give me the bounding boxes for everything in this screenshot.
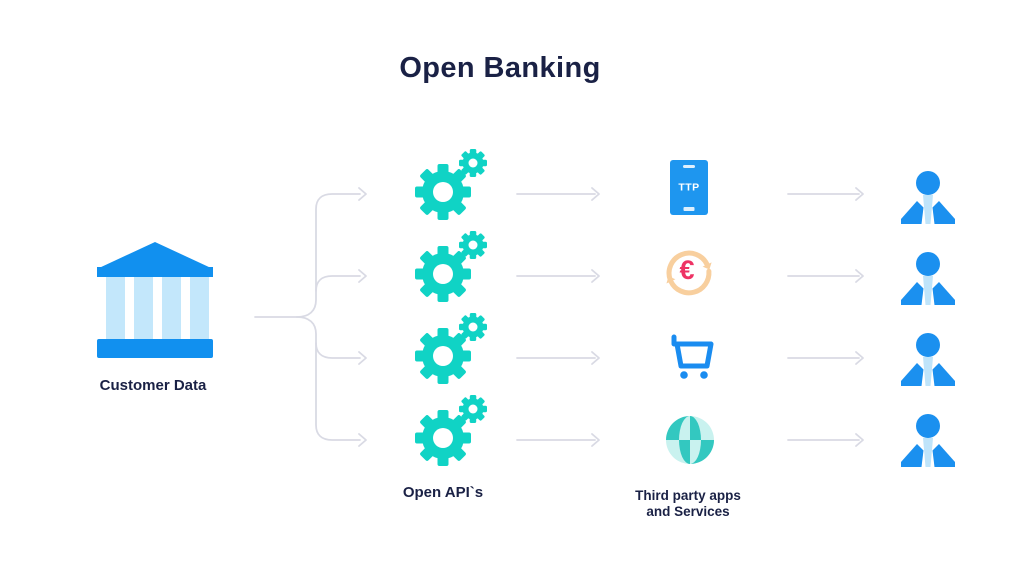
gears-icon (413, 229, 489, 303)
user-icon (900, 413, 956, 467)
third-party-label-line1: Third party apps (635, 488, 741, 503)
open-api-node-4 (413, 393, 489, 467)
third-party-label-line2: and Services (646, 504, 730, 519)
arrowhead (358, 351, 367, 365)
bank-node (95, 240, 215, 365)
api-to-app-arrow-4 (516, 433, 600, 447)
exchange-arrows (666, 250, 712, 296)
gears-icon (413, 311, 489, 385)
third-party-label: Third party apps and Services (608, 488, 768, 520)
phone-screen-text: TTP (678, 181, 700, 194)
user-icon (900, 251, 956, 305)
user-node-2 (900, 251, 956, 305)
app-to-user-arrow-4 (787, 433, 864, 447)
user-icon (900, 332, 956, 386)
open-api-node-3 (413, 311, 489, 385)
euro-symbol: € (679, 255, 695, 285)
branch-line-2 (315, 275, 361, 292)
branch-line-4 (296, 316, 361, 441)
api-to-app-arrow-1 (516, 187, 600, 201)
api-to-app-arrow-2 (516, 269, 600, 283)
user-node-3 (900, 332, 956, 386)
gears-icon (413, 393, 489, 467)
gears-icon (413, 147, 489, 221)
diagram-title: Open Banking (399, 52, 601, 84)
ttp-phone-icon: TTP (670, 160, 708, 215)
arrowhead (358, 269, 367, 283)
user-node-1 (900, 170, 956, 224)
app-to-user-arrow-1 (787, 187, 864, 201)
phone-speaker (683, 165, 695, 168)
phone-home-button (683, 206, 695, 211)
open-apis-label: Open API`s (402, 484, 484, 501)
arrowhead (358, 187, 367, 201)
branch-line-1 (296, 193, 361, 318)
user-node-4 (900, 413, 956, 467)
app-to-user-arrow-3 (787, 351, 864, 365)
open-api-node-1 (413, 147, 489, 221)
bank-icon (97, 242, 213, 358)
bank-label: Customer Data (99, 377, 207, 394)
branch-line-3 (315, 342, 361, 359)
user-icon (900, 170, 956, 224)
globe-icon (664, 414, 716, 466)
currency-exchange-icon: € (662, 246, 716, 300)
api-to-app-arrow-3 (516, 351, 600, 365)
arrowhead (358, 433, 367, 447)
app-to-user-arrow-2 (787, 269, 864, 283)
open-api-node-2 (413, 229, 489, 303)
shopping-cart-icon (663, 331, 715, 383)
